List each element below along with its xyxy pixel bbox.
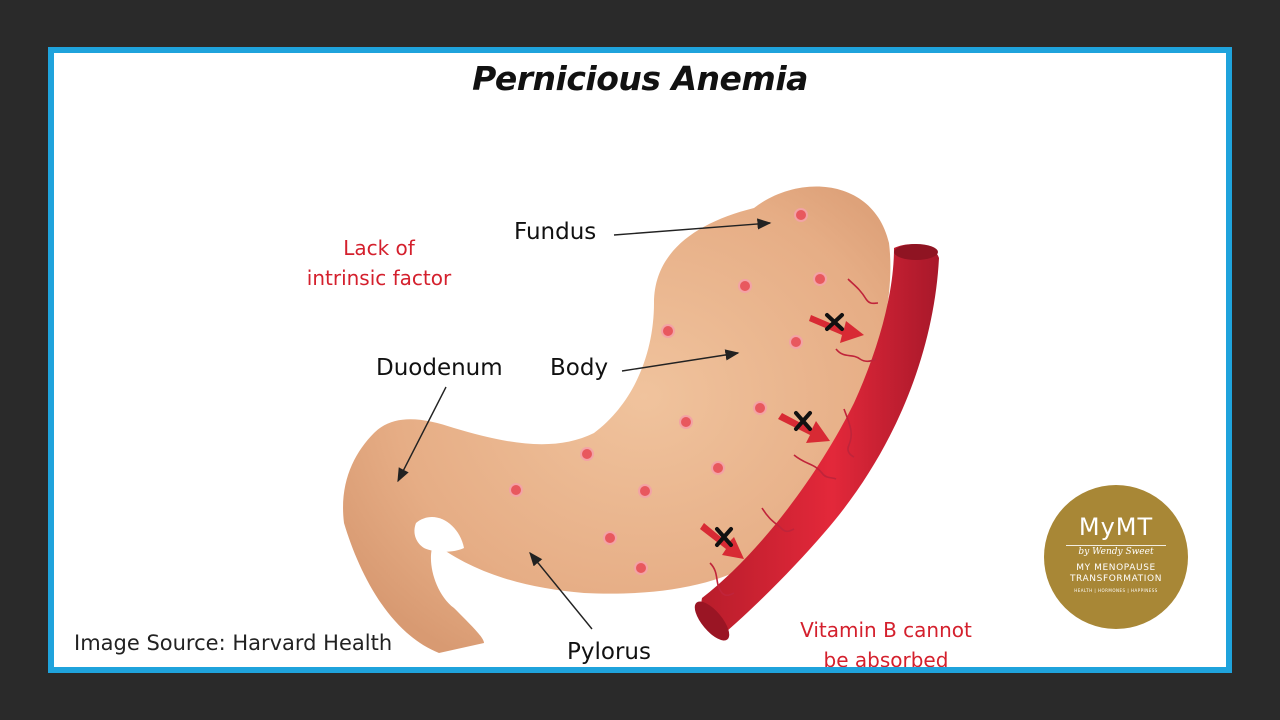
annotation-line: be absorbed — [823, 648, 949, 672]
logo-divider — [1066, 545, 1166, 546]
particle-dot — [509, 483, 523, 497]
villus-line — [709, 562, 735, 597]
label-pylorus: Pylorus — [567, 639, 651, 665]
particle-dot — [753, 401, 767, 415]
label-fundus: Fundus — [514, 219, 597, 245]
particle-dot — [789, 335, 803, 349]
annotation-line: intrinsic factor — [306, 266, 452, 290]
logo-brand: MyMT — [1078, 513, 1154, 541]
fundus-pointer — [613, 218, 772, 236]
villus-line — [761, 507, 795, 533]
logo-tagline: HEALTH | HORMONES | HAPPINESS — [1074, 588, 1158, 593]
label-body: Body — [550, 355, 609, 381]
particle-dot — [580, 447, 594, 461]
slide-frame: Pernicious Anemia Fundus Body Duodenum P… — [48, 47, 1232, 673]
particle-dot — [679, 415, 693, 429]
particle-dot — [603, 531, 617, 545]
pyloric-notch — [414, 517, 464, 552]
blocked-arrow — [778, 411, 830, 443]
stomach-diagram — [343, 186, 939, 653]
pylorus-pointer — [529, 551, 593, 630]
pointer-arrows — [397, 218, 772, 630]
annotation-lack-intrinsic-factor: Lack of intrinsic factor — [294, 233, 464, 293]
body-pointer — [621, 349, 740, 372]
particle-dot — [794, 208, 808, 222]
particle-dot — [634, 561, 648, 575]
particle-dot — [738, 279, 752, 293]
logo-line: MY MENOPAUSE — [1076, 563, 1156, 573]
logo-signature: by Wendy Sweet — [1078, 547, 1154, 557]
blood-vessel-end — [694, 601, 730, 641]
villus-line — [793, 454, 837, 480]
logo-full-name: MY MENOPAUSE TRANSFORMATION — [1044, 563, 1188, 585]
logo-line: TRANSFORMATION — [1069, 574, 1163, 584]
page-title: Pernicious Anemia — [472, 59, 808, 98]
annotation-vitamin-b: Vitamin B cannot be absorbed — [786, 615, 986, 672]
annotation-line: Lack of — [343, 236, 415, 260]
villus-line — [843, 408, 855, 458]
stomach-shape — [343, 186, 891, 653]
annotation-line: Vitamin B cannot — [800, 618, 972, 642]
particle-dot — [661, 324, 675, 338]
image-source: Image Source: Harvard Health — [74, 631, 393, 655]
blocked-arrow — [809, 313, 864, 343]
particle-dot — [711, 461, 725, 475]
villi-lines — [709, 278, 879, 597]
particle-dot — [638, 484, 652, 498]
label-duodenum: Duodenum — [376, 355, 503, 381]
villus-line — [835, 348, 877, 363]
blood-vessel — [701, 244, 939, 638]
mymt-logo: MyMT by Wendy Sweet MY MENOPAUSE TRANSFO… — [1044, 485, 1188, 629]
blocked-arrow — [700, 523, 744, 559]
villus-line — [847, 278, 879, 305]
duodenum-pointer — [397, 386, 447, 483]
particle-dot — [813, 272, 827, 286]
blood-vessel-end — [894, 244, 938, 260]
particle-dots — [509, 208, 827, 575]
